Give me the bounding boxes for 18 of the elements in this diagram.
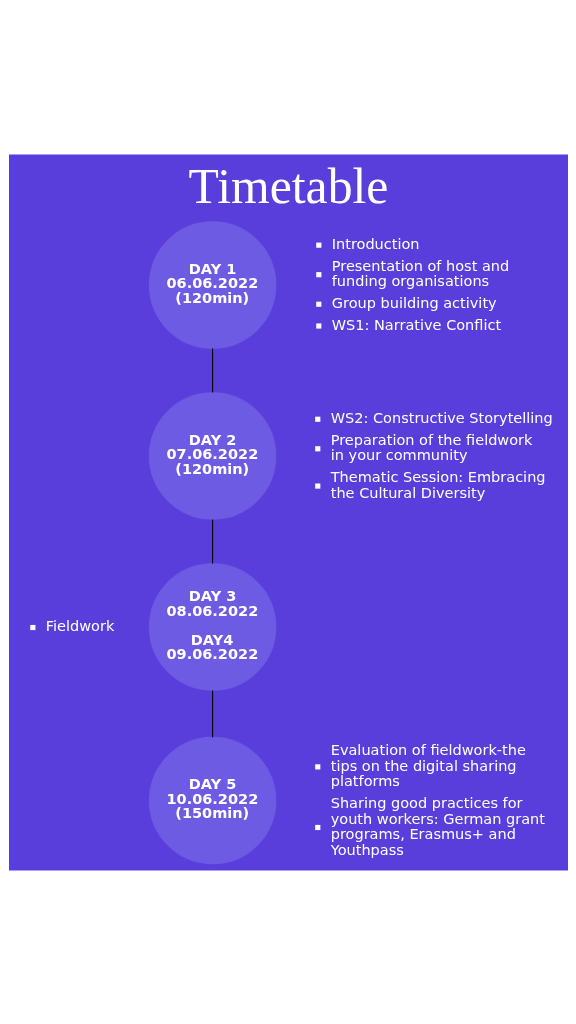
node-label: WS2: Constructive Storytelling: [330, 409, 553, 426]
node-circle: DAY 2 07.06.2022 (120min): [148, 391, 276, 520]
node-label: Fieldwork: [45, 617, 114, 634]
connector: [211, 689, 213, 738]
connector: [211, 518, 213, 564]
node-label: Evaluation of fieldwork-the tips on the digital sharing platforms: [330, 741, 526, 789]
connector: [211, 347, 213, 393]
node-label: Preparation of the fieldwork in your community: [330, 431, 532, 463]
node-label: Thematic Session: Embracing the Cultural Diversity: [330, 468, 546, 501]
node-label: WS1: Narrative Conflict: [331, 316, 501, 333]
diagram-title: Timetable: [188, 158, 388, 214]
node-label: Sharing good practices for youth workers: German grant programs, Erasmus+ and Youthpass: [330, 794, 545, 858]
node-circle: DAY 1 06.06.2022 (120min): [148, 220, 276, 349]
node-label: Presentation of host and funding organisations: [331, 257, 509, 289]
node-circle: DAY 5 10.06.2022 (150min): [148, 736, 276, 864]
node-circle: DAY 3 08.06.2022 DAY4 09.06.2022: [148, 562, 276, 691]
node-label: Introduction: [331, 235, 420, 252]
node-label: Group building activity: [331, 294, 497, 311]
